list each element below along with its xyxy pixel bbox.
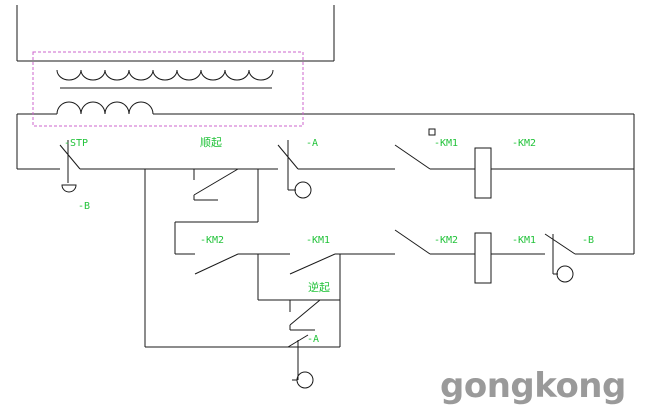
label-b-left: -B (78, 201, 90, 212)
label-km2-mid2: -KM2 (434, 235, 458, 246)
label-km1-mid2: -KM1 (512, 235, 536, 246)
label-km2-mid: -KM2 (200, 235, 224, 246)
label-b-right: -B (582, 235, 594, 246)
reverse-start (287, 299, 321, 389)
label-km1-mid: -KM1 (306, 235, 330, 246)
forward-start (144, 168, 340, 348)
label-shun-qi: 顺起 (200, 136, 222, 149)
transformer (16, 5, 634, 127)
label-stp: -STP (64, 138, 88, 149)
transformer-frame (32, 51, 304, 127)
watermark-logo: gongkong (440, 366, 626, 406)
label-km1-top: -KM1 (434, 138, 458, 149)
rung-1 (17, 128, 634, 199)
label-a-bottom: -A (307, 334, 319, 345)
label-a-top: -A (306, 138, 318, 149)
rung-2 (175, 229, 634, 347)
label-km2-top: -KM2 (512, 138, 536, 149)
label-ni-qi: 逆起 (308, 280, 330, 294)
